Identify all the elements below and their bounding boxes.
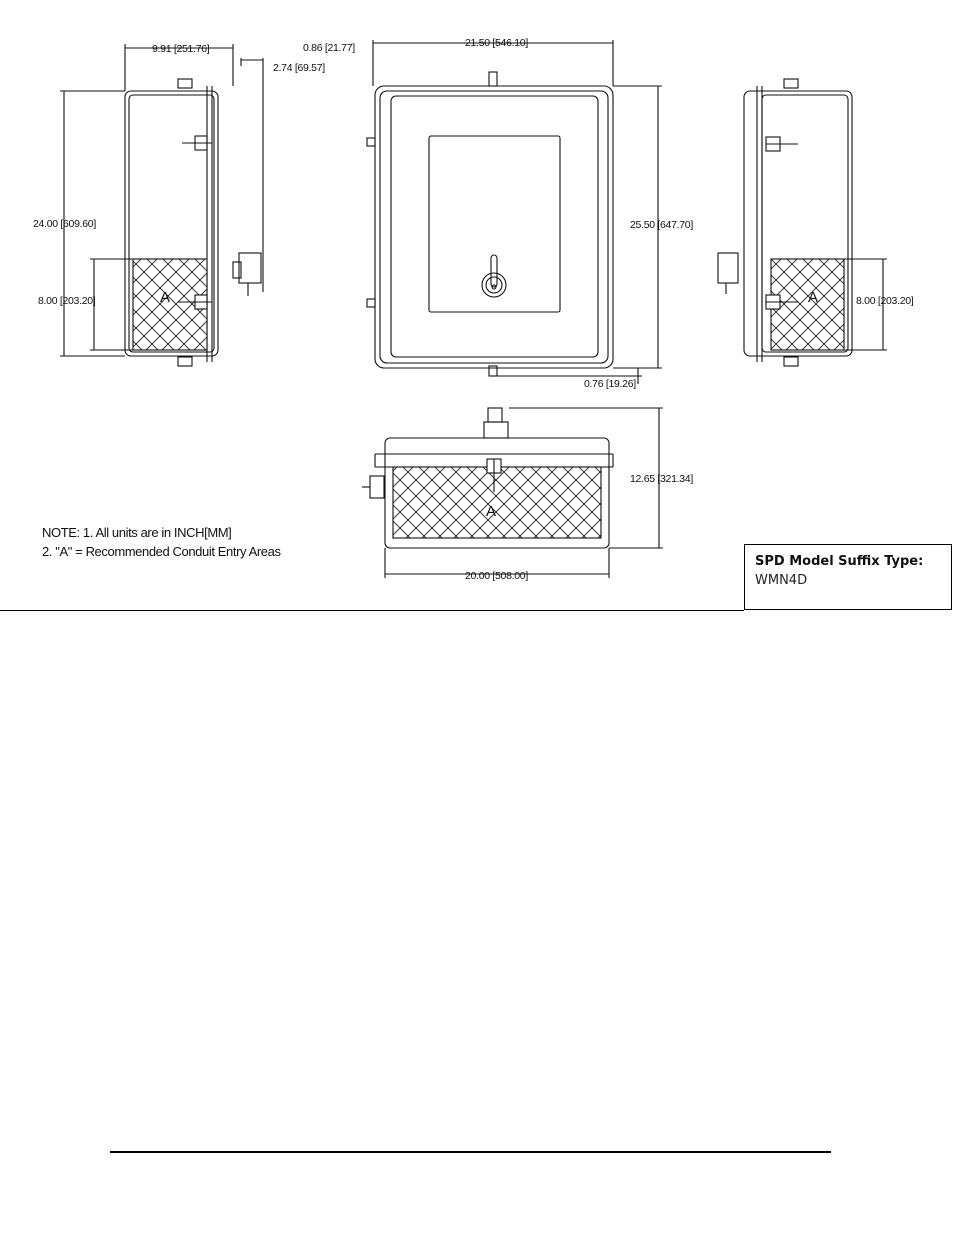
front-view	[366, 40, 662, 384]
dim-conduit-height-right: 8.00 [203.20]	[856, 295, 914, 307]
conduit-area-label-right: A	[808, 289, 818, 306]
drawing-frame-bottom	[0, 610, 744, 611]
dim-front-width: 21.50 [546.10]	[465, 37, 528, 49]
right-side-view	[717, 78, 887, 367]
note-line-2: 2. "A" = Recommended Conduit Entry Areas	[42, 544, 281, 559]
left-side-view	[60, 44, 264, 367]
dim-front-offset: 0.86 [21.77]	[303, 42, 355, 54]
dim-front-height: 25.50 [647.70]	[630, 219, 693, 231]
dim-bottom-offset: 0.76 [19.26]	[584, 378, 636, 390]
dim-side-offset: 2.74 [69.57]	[273, 62, 325, 74]
dim-bottom-width: 20.00 [508.00]	[465, 570, 528, 582]
dim-conduit-height-left: 8.00 [203.20]	[38, 295, 96, 307]
model-suffix-value: WMN4D	[755, 573, 808, 588]
conduit-area-label-bottom: A	[486, 503, 496, 520]
footer-rule	[110, 1151, 831, 1153]
model-suffix-box: SPD Model Suffix Type: WMN4D	[744, 544, 952, 610]
note-line-1: NOTE: 1. All units are in INCH[MM]	[42, 525, 231, 540]
bottom-view	[362, 407, 663, 578]
dim-side-depth: 9.91 [251.76]	[152, 43, 210, 55]
enclosure-dimension-drawing: 9.91 [251.76] 2.74 [69.57] 24.00 [609.60…	[33, 37, 914, 582]
conduit-area-label-left: A	[160, 289, 170, 306]
dim-side-height: 24.00 [609.60]	[33, 218, 96, 230]
model-suffix-title: SPD Model Suffix Type:	[755, 554, 924, 569]
dim-bottom-depth: 12.65 [321.34]	[630, 473, 693, 485]
